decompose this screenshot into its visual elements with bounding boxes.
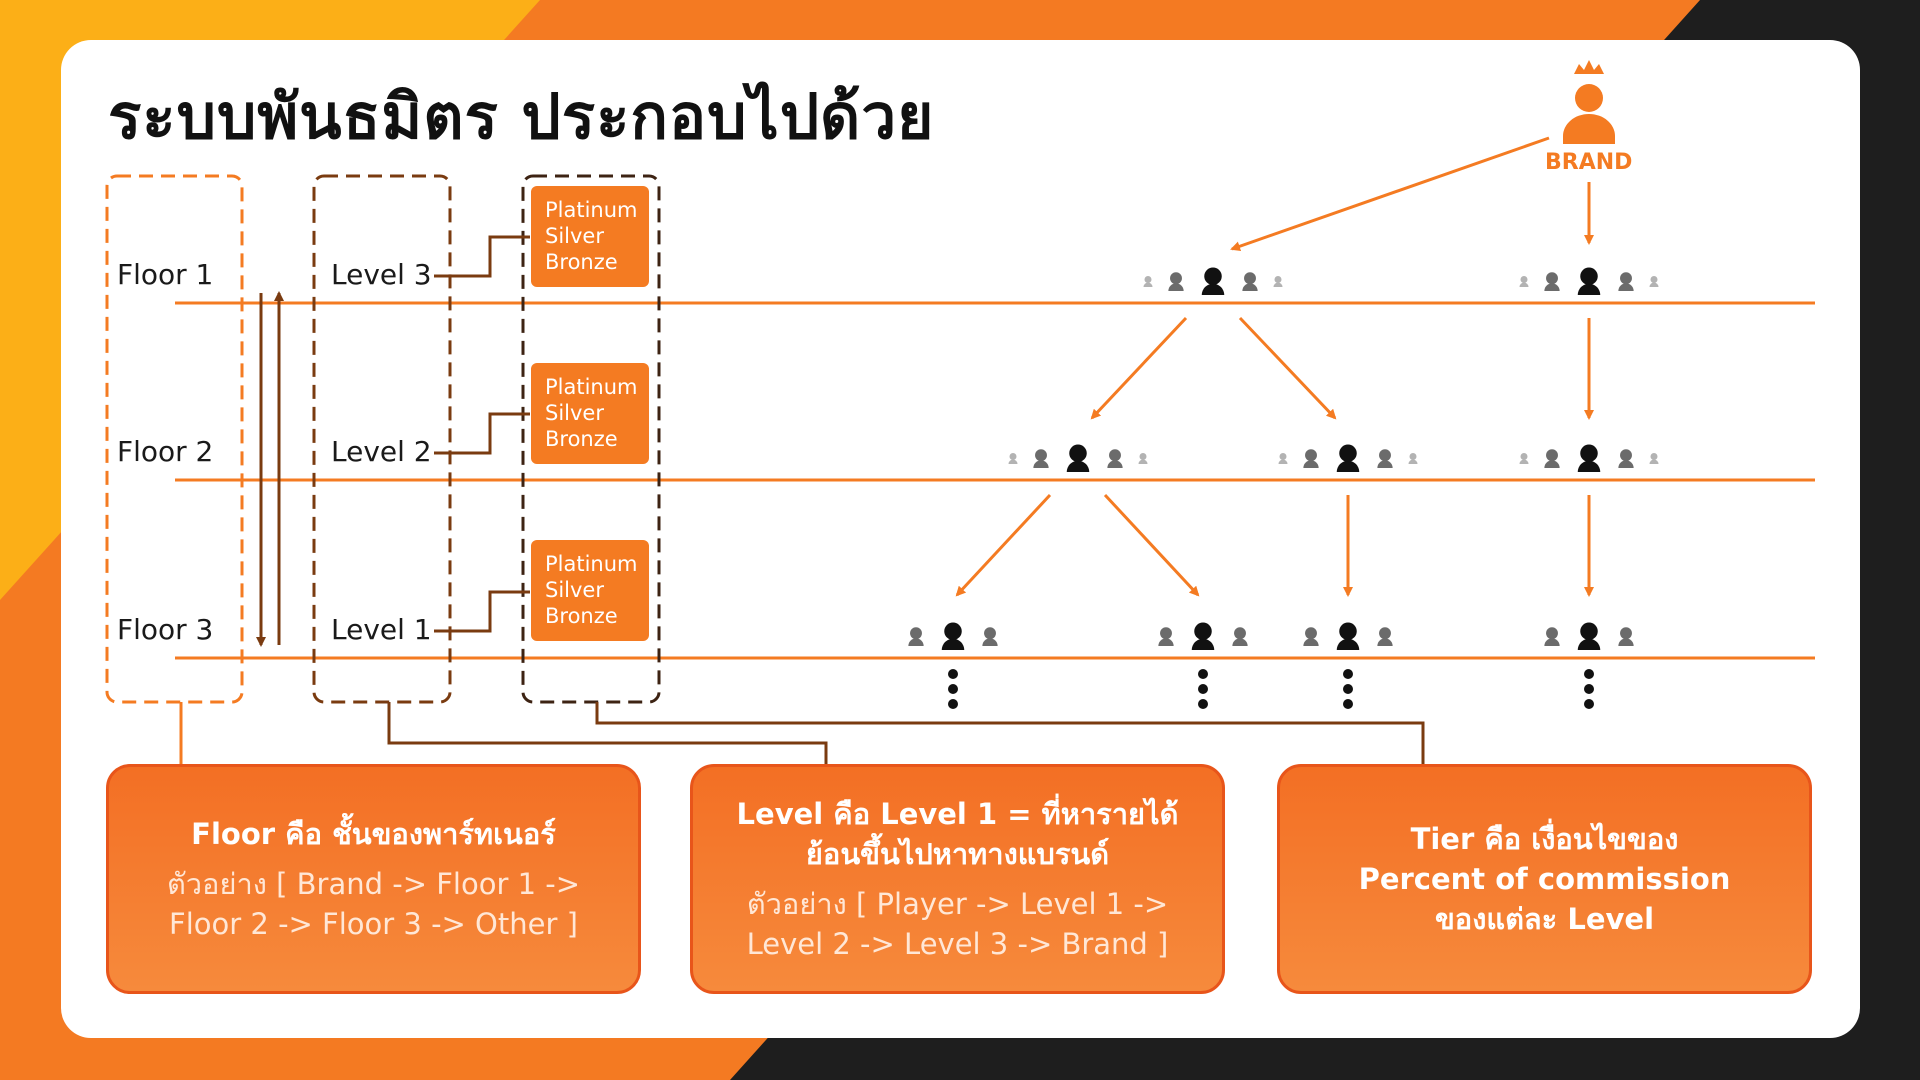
level-info-connector xyxy=(387,702,828,764)
tier-bronze: Bronze xyxy=(545,250,618,274)
tree-arrow xyxy=(1230,136,1550,252)
floor-label: Floor 2 xyxy=(117,435,214,468)
people-group-icon xyxy=(1158,622,1248,650)
level-info-heading-line-2: ย้อนขึ้นไปหาทางแบรนด์ xyxy=(805,837,1110,871)
level-label: Level 2 xyxy=(331,435,432,468)
level-info-heading-line-1: Level คือ Level 1 = ที่หารายได้ xyxy=(736,797,1179,831)
tree-arrow xyxy=(1238,316,1337,420)
tier-box-level-1: Platinum Silver Bronze xyxy=(531,540,649,641)
tier-info-connector xyxy=(595,702,1425,764)
vertical-ellipsis-icon xyxy=(1343,669,1353,709)
level-info-example: ตัวอย่าง [ Player -> Level 1 -> Level 2 … xyxy=(747,884,1169,964)
level-label: Level 3 xyxy=(331,258,432,291)
floor-info-example: ตัวอย่าง [ Brand -> Floor 1 -> Floor 2 -… xyxy=(167,864,580,944)
floor-info-example-line-2: Floor 2 -> Floor 3 -> Other ] xyxy=(169,907,578,941)
tier-box-level-3: Platinum Silver Bronze xyxy=(531,186,649,287)
crowned-person-icon xyxy=(1563,60,1615,144)
people-group-icon xyxy=(1519,444,1659,472)
level-label: Level 1 xyxy=(331,613,432,646)
tier-info-line-3: ของแต่ละ Level xyxy=(1434,902,1655,936)
tier-box-level-2: Platinum Silver Bronze xyxy=(531,363,649,464)
people-group-icon xyxy=(1278,444,1418,472)
level-3-connector xyxy=(434,235,530,278)
tier-info-box: Tier คือ เงื่อนไขของ Percent of commissi… xyxy=(1277,764,1812,994)
tier-platinum: Platinum xyxy=(545,375,638,399)
floor-label: Floor 1 xyxy=(117,258,214,291)
level-info-example-line-2: Level 2 -> Level 3 -> Brand ] xyxy=(746,927,1169,961)
tier-silver: Silver xyxy=(545,401,604,425)
vertical-ellipsis-icon xyxy=(1584,669,1594,709)
floor-column-frame xyxy=(105,174,244,704)
level-2-connector xyxy=(434,412,530,455)
level-info-example-line-1: ตัวอย่าง [ Player -> Level 1 -> xyxy=(746,887,1169,921)
tier-silver: Silver xyxy=(545,578,604,602)
brand-label: BRAND xyxy=(1545,150,1633,175)
floor-info-box: Floor คือ ชั้นของพาร์ทเนอร์ ตัวอย่าง [ B… xyxy=(106,764,641,994)
tier-info-line-2: Percent of commission xyxy=(1358,862,1731,896)
tier-platinum: Platinum xyxy=(545,552,638,576)
tier-bronze: Bronze xyxy=(545,604,618,628)
people-group-icon xyxy=(1519,267,1659,295)
floor-info-heading: Floor คือ ชั้นของพาร์ทเนอร์ xyxy=(191,817,556,851)
tree-arrow xyxy=(1090,316,1188,420)
people-group-icon xyxy=(1544,622,1634,650)
level-info-box: Level คือ Level 1 = ที่หารายได้ ย้อนขึ้น… xyxy=(690,764,1225,994)
people-group-icon xyxy=(1143,267,1283,295)
vertical-ellipsis-icon xyxy=(948,669,958,709)
tier-bronze: Bronze xyxy=(545,427,618,451)
vertical-ellipsis-icon xyxy=(1198,669,1208,709)
tree-arrow xyxy=(1103,493,1200,597)
tier-info-line-1: Tier คือ เงื่อนไขของ xyxy=(1410,822,1679,856)
tier-platinum: Platinum xyxy=(545,198,638,222)
tree-arrow xyxy=(955,493,1052,597)
level-1-connector xyxy=(434,590,530,633)
floor-info-example-line-1: ตัวอย่าง [ Brand -> Floor 1 -> xyxy=(166,867,581,901)
tier-silver: Silver xyxy=(545,224,604,248)
people-group-icon xyxy=(908,622,998,650)
people-group-icon xyxy=(1008,444,1148,472)
level-column-frame xyxy=(312,174,452,704)
people-group-icon xyxy=(1303,622,1393,650)
tier-column-frame xyxy=(521,174,661,704)
page-title: ระบบพันธมิตร ประกอบไปด้วย xyxy=(108,80,935,153)
floor-label: Floor 3 xyxy=(117,613,214,646)
